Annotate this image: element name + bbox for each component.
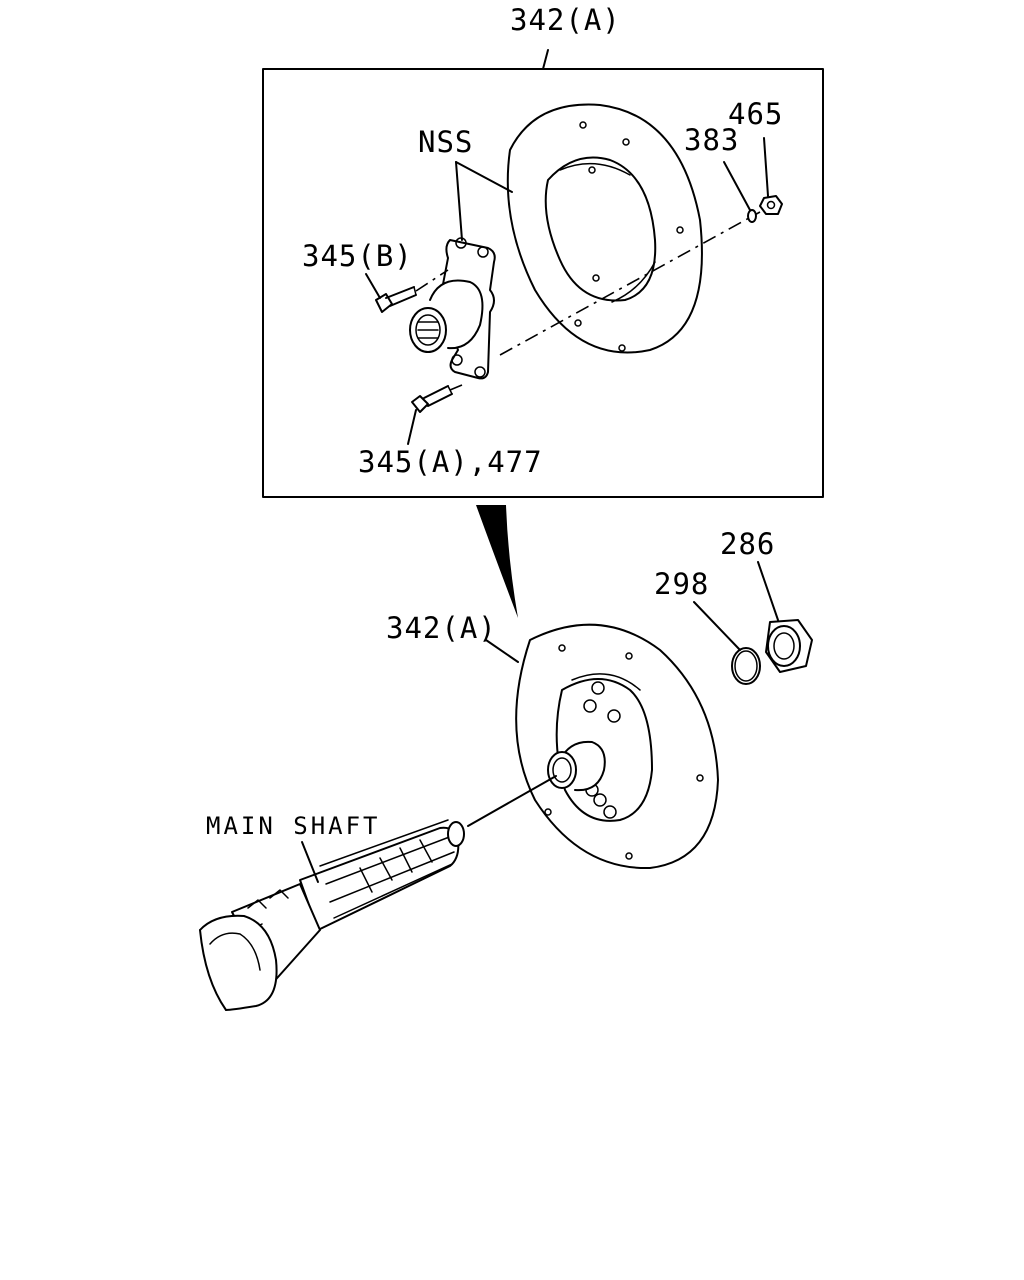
label-main-shaft: MAIN SHAFT — [206, 812, 381, 840]
flange-assembled — [515, 623, 719, 870]
label-345a-477: 345(A),477 — [358, 445, 543, 479]
leader-345a — [407, 409, 417, 445]
main-shaft — [199, 819, 465, 1011]
yoke-nss — [409, 237, 496, 380]
leader-342a-top — [542, 49, 549, 70]
leader-298 — [693, 601, 741, 651]
leader-345b — [365, 273, 381, 299]
leader-main-shaft — [301, 841, 319, 883]
bolt-345a — [411, 384, 463, 413]
flange-disc-detail — [506, 103, 703, 354]
label-383: 383 — [684, 123, 739, 157]
leader-383 — [723, 161, 751, 211]
leader-nss-yoke — [455, 161, 463, 241]
o-ring-298 — [731, 647, 761, 685]
label-345b: 345(B) — [302, 239, 413, 273]
detail-box: 342(A) — [262, 3, 824, 498]
nut-465 — [759, 195, 783, 215]
axis-line-assembly — [467, 775, 557, 827]
washer-383 — [747, 209, 757, 223]
label-298: 298 — [654, 567, 709, 601]
leader-nss-disc — [455, 161, 513, 193]
label-286: 286 — [720, 527, 775, 561]
leader-342a-assembly — [485, 639, 519, 663]
leader-286 — [757, 561, 779, 621]
label-nss: NSS — [418, 125, 473, 159]
detail-pointer — [476, 505, 518, 618]
leader-465 — [763, 137, 769, 197]
label-465: 465 — [728, 97, 783, 131]
label-342a-top: 342(A) — [510, 3, 621, 37]
label-342a-assembly: 342(A) — [386, 611, 497, 645]
nut-286 — [765, 619, 813, 673]
axis-line-detail — [499, 211, 761, 356]
